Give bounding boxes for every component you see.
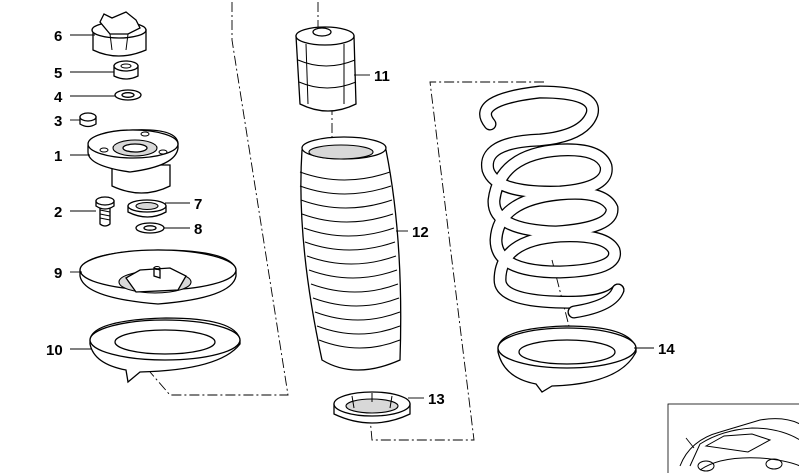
part-7-bearing-ring <box>127 199 167 218</box>
callout-14: 14 <box>658 341 675 358</box>
callout-1: 1 <box>54 148 62 165</box>
part-10-spring-pad <box>89 317 241 384</box>
part-5-nut <box>113 60 139 80</box>
part-12-bellows <box>299 136 402 371</box>
callout-6: 6 <box>54 28 62 45</box>
callout-10: 10 <box>46 342 63 359</box>
callout-4: 4 <box>54 89 63 106</box>
part-2-bolt <box>95 196 115 227</box>
part-6-upper-cap <box>91 11 147 57</box>
part-11-bump-stop <box>295 26 357 112</box>
car-locator-thumbnail <box>667 403 799 473</box>
callout-2: 2 <box>54 204 62 221</box>
part-14-coil-spring <box>479 85 625 319</box>
callout-leaders <box>70 34 654 399</box>
callout-11: 11 <box>374 68 390 85</box>
part-1-strut-mount <box>87 129 179 194</box>
callout-12: 12 <box>412 224 429 241</box>
part-9-spring-seat-upper <box>79 249 237 305</box>
callout-7: 7 <box>194 196 202 213</box>
callout-numbers: 6 5 4 3 1 2 7 8 9 10 11 12 13 14 <box>46 28 675 408</box>
part-3-small-nut <box>79 112 97 128</box>
callout-13: 13 <box>428 391 445 408</box>
part-4-washer <box>114 89 142 101</box>
callout-3: 3 <box>54 113 62 130</box>
part-8-washer <box>135 222 165 234</box>
part-14-spring-pad <box>497 325 637 393</box>
callout-5: 5 <box>54 65 62 82</box>
callout-8: 8 <box>194 221 202 238</box>
callout-9: 9 <box>54 265 62 282</box>
part-13-lower-ring <box>333 391 411 424</box>
